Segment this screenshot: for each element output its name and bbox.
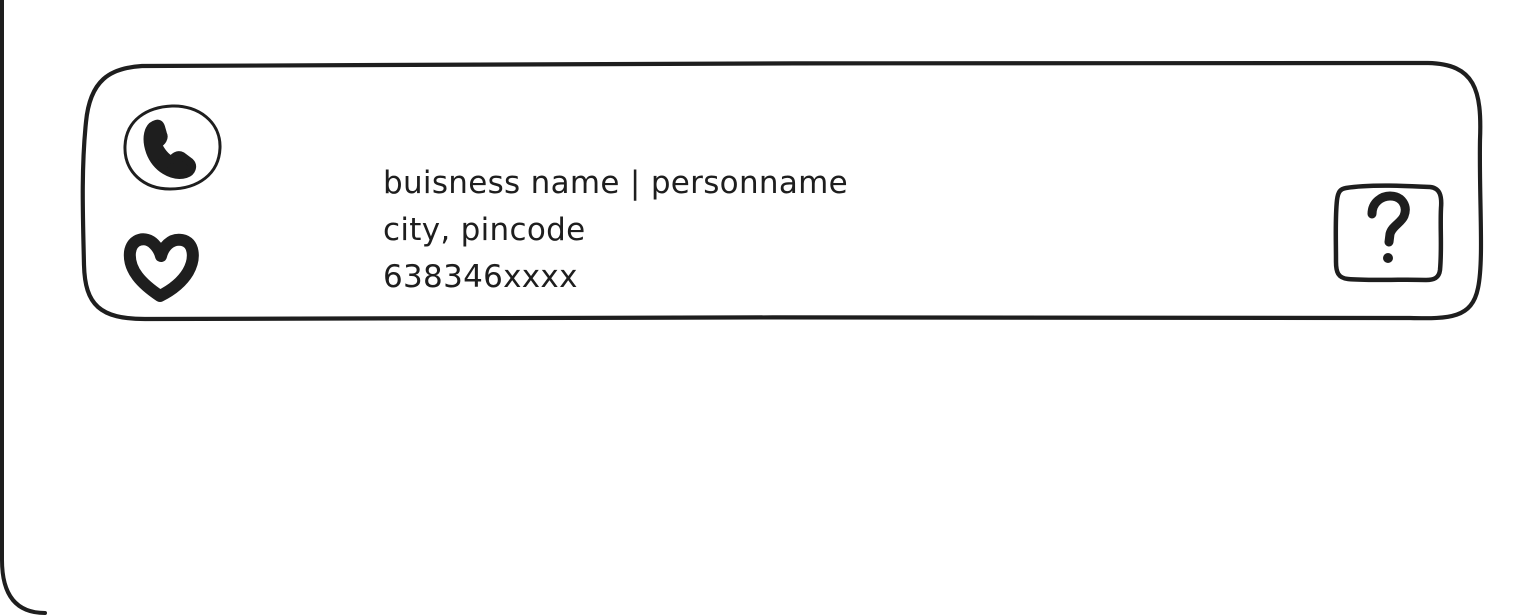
listing-details: buisness name | personname city, pincode…: [383, 160, 848, 301]
call-button[interactable]: [120, 100, 225, 195]
heart-icon: [123, 233, 199, 302]
phone-number-text[interactable]: 638346xxxx: [383, 259, 578, 295]
card-border: [80, 60, 1484, 322]
favorite-button[interactable]: [120, 230, 202, 310]
business-name-text: buisness name | personname: [383, 165, 849, 201]
listing-card[interactable]: buisness name | personname city, pincode…: [80, 60, 1485, 322]
help-button[interactable]: [1330, 178, 1450, 288]
question-icon: [1333, 183, 1444, 283]
location-text: city, pincode: [383, 212, 586, 248]
phone-icon: [123, 104, 222, 191]
